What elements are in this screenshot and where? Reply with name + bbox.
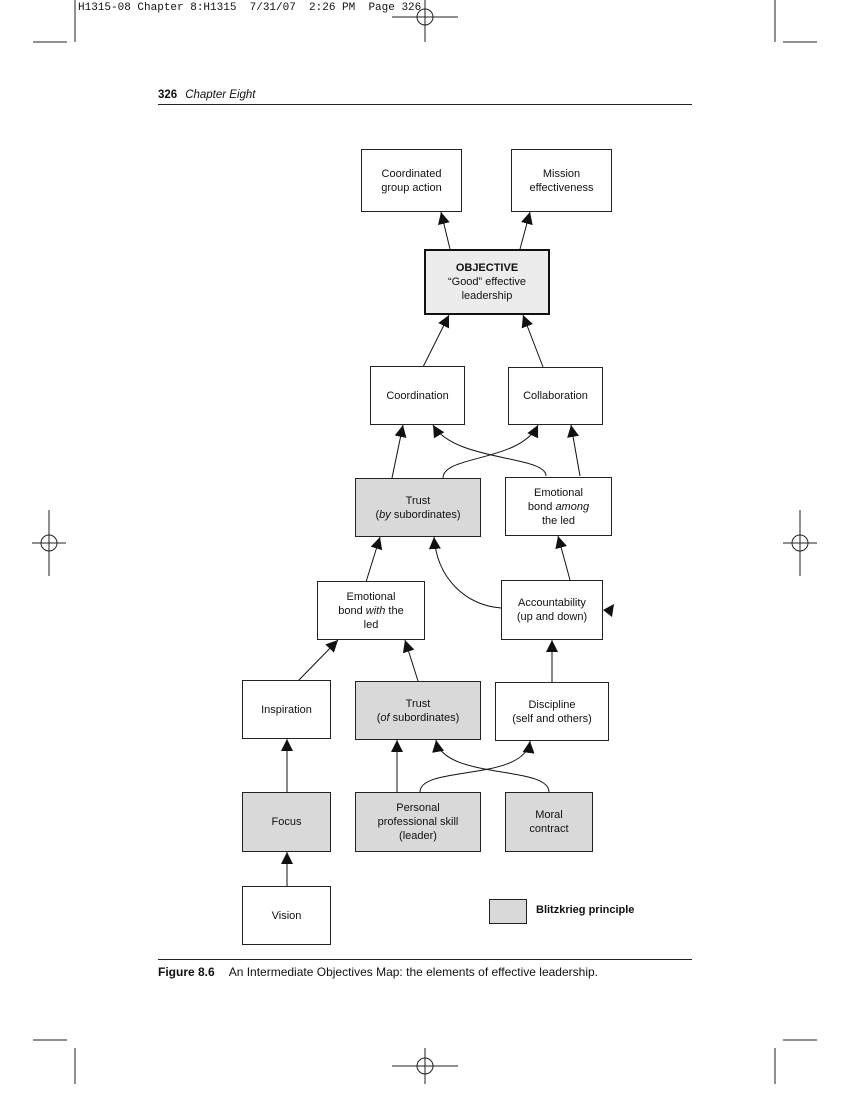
node-personal-professional-skill: Personal professional skill (leader)	[355, 792, 481, 852]
chapter-title: Chapter Eight	[185, 89, 256, 101]
print-slug: H1315-08 Chapter 8:H1315 7/31/07 2:26 PM…	[78, 2, 422, 14]
node-text: Trust	[405, 494, 431, 507]
arrow-trustby-to-collaboration	[442, 424, 539, 479]
node-text: group action	[381, 181, 442, 194]
arrow-bondwith-to-trustby	[365, 536, 383, 583]
arrow-trustby-to-coordination	[391, 424, 407, 479]
arrow-trustof-to-bondwith	[402, 639, 419, 682]
node-text: Emotional	[346, 590, 396, 603]
node-text: (	[375, 508, 380, 521]
node-coordination: Coordination	[370, 366, 465, 425]
node-text: effectiveness	[529, 181, 594, 194]
node-text: Mission	[542, 167, 581, 180]
node-text-emphasis: with	[365, 604, 386, 617]
arrow-collaboration-to-objective	[521, 314, 544, 368]
node-text: Coordinated	[381, 167, 442, 180]
legend-label: Blitzkrieg principle	[536, 904, 635, 916]
caption-text: An Intermediate Objectives Map: the elem…	[228, 965, 598, 979]
node-text: Accountability	[518, 597, 586, 609]
arrow-inspiration-to-bondwith	[297, 639, 339, 682]
node-trust-by-subordinates: Trust (by subordinates)	[355, 478, 481, 537]
node-text: (up and down)	[516, 611, 588, 623]
legend-swatch	[489, 899, 527, 924]
figure-caption: Figure 8.6 An Intermediate Objectives Map…	[158, 965, 598, 979]
node-collaboration: Collaboration	[508, 367, 603, 425]
arrow-objective-to-mission	[519, 211, 533, 250]
node-moral-contract: Moral contract	[505, 792, 593, 852]
node-text: subordinates)	[389, 711, 460, 724]
node-text: Inspiration	[261, 703, 312, 716]
objective-heading: OBJECTIVE	[455, 262, 519, 274]
node-text-emphasis: among	[555, 500, 590, 513]
node-text-emphasis: of	[380, 711, 390, 724]
arrow-coordination-to-objective	[422, 314, 450, 368]
node-text: the	[385, 604, 404, 617]
side-pointer-icon	[603, 604, 614, 617]
node-text: Focus	[271, 816, 302, 828]
node-discipline: Discipline(self and others)	[495, 682, 609, 741]
node-text: subordinates)	[390, 508, 461, 521]
node-text: Collaboration	[523, 390, 588, 402]
page-number: 326	[158, 89, 178, 101]
arrow-accountability-to-trustby	[428, 536, 502, 609]
node-text: (self and others)	[512, 712, 592, 725]
node-text: leadership	[461, 290, 513, 302]
node-trust-of-subordinates: Trust (of subordinates)	[355, 681, 481, 740]
node-text-emphasis: by	[379, 508, 391, 521]
arrow-accountability-to-bondamong	[555, 535, 571, 581]
arrow-bondamong-to-coordination	[432, 424, 547, 477]
node-text: bond	[527, 500, 556, 513]
node-text: the led	[541, 514, 575, 527]
caption-rule	[158, 959, 692, 960]
node-text: Vision	[271, 909, 302, 922]
node-text: Personal	[396, 802, 440, 814]
node-text: (leader)	[399, 830, 437, 842]
arrow-personal-to-discipline	[419, 740, 535, 793]
node-text: bond	[338, 604, 366, 617]
node-text: professional skill	[377, 816, 459, 828]
node-text: Emotional	[534, 486, 583, 499]
node-text: (	[376, 711, 381, 724]
node-inspiration: Inspiration	[242, 680, 331, 739]
arrow-moral-to-trustof	[432, 739, 550, 793]
node-focus: Focus	[242, 792, 331, 852]
node-text: Discipline	[528, 698, 576, 711]
node-accountability: Accountability (up and down)	[501, 580, 603, 640]
arrow-bondamong-to-collaboration	[567, 424, 581, 477]
node-text: “Good” effective	[447, 276, 527, 288]
running-head: 326 Chapter Eight	[158, 89, 256, 101]
figure-number: Figure 8.6	[158, 965, 215, 979]
node-objective: OBJECTIVE “Good” effective leadership	[424, 249, 550, 315]
arrow-objective-to-coordinated	[438, 211, 451, 250]
node-text: contract	[529, 823, 569, 835]
header-rule	[158, 104, 692, 105]
node-text: led	[363, 618, 379, 631]
node-text: Trust	[405, 697, 431, 710]
node-text: Moral	[535, 809, 563, 821]
node-vision: Vision	[242, 886, 331, 945]
node-text: Coordination	[386, 389, 449, 402]
